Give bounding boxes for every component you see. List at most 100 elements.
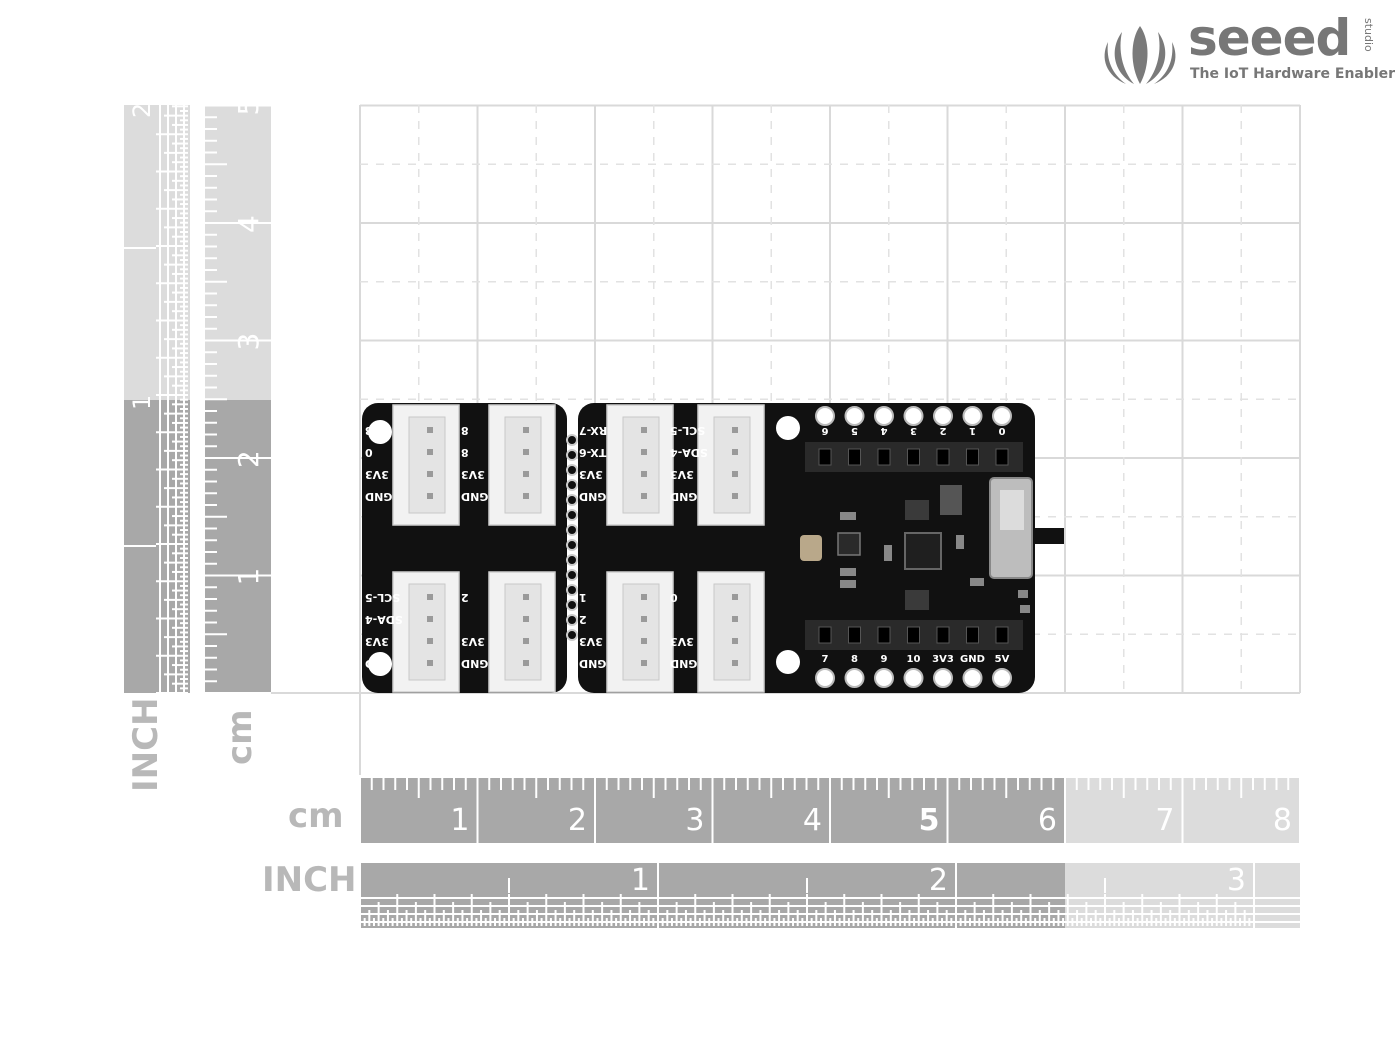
perforation-hole [566, 629, 578, 641]
perforation-hole [566, 479, 578, 491]
top-header-pad [962, 406, 983, 426]
grove-connector-pin [523, 594, 529, 600]
cm-tick-label: 5 [919, 803, 940, 838]
bottom-header-label: 10 [907, 654, 921, 665]
cm-tick-label: 1 [450, 803, 469, 838]
brand-tagline: The IoT Hardware Enabler [1190, 66, 1396, 82]
connector-pin-label: SDA-4 [365, 613, 403, 626]
grove-connector-pin [641, 638, 647, 644]
connector-pin-label: 8 [365, 424, 373, 437]
vertical-cm-unit-label: cm [220, 709, 260, 765]
grove-connector-pin [732, 594, 738, 600]
regulator [940, 485, 962, 515]
connector-pin-label: 3V3 [365, 635, 389, 648]
capacitor [840, 512, 856, 520]
perforation-hole [566, 539, 578, 551]
cm-tick-label: 2 [568, 803, 587, 838]
grove-connector-pin [641, 660, 647, 666]
bottom-header-pad [933, 668, 953, 688]
vertical-cm-unit-wrapper: cm [218, 705, 260, 775]
grove-connector-pin [641, 493, 647, 499]
connector-pin-label: 1 [579, 591, 587, 604]
vertical-cm-tick-label: 5 [232, 98, 265, 116]
grove-connector-pin [427, 616, 433, 622]
top-header-pad [815, 406, 835, 426]
ic-small [905, 500, 929, 520]
bottom-header-socket [818, 626, 832, 644]
grove-connector-pin [732, 471, 738, 477]
bottom-header-pad [903, 668, 924, 688]
connector-pin-label: 8 [461, 446, 469, 459]
grove-connector-pin [641, 616, 647, 622]
perforation-hole [566, 524, 578, 536]
mounting-hole [776, 650, 800, 674]
grove-connector-pin [427, 660, 433, 666]
bottom-header-pad [844, 668, 865, 688]
perforation-hole [566, 464, 578, 476]
grove-connector-pin [641, 471, 647, 477]
connector-pin-label: 3V3 [461, 635, 485, 648]
horizontal-inch-unit-label: INCH [262, 860, 357, 900]
cm-tick-label: 8 [1273, 803, 1292, 838]
bottom-header-label: 9 [881, 654, 888, 665]
connector-pin-label: SCL-5 [365, 591, 400, 604]
bottom-header-label: 5V [995, 654, 1010, 665]
bottom-header-socket [966, 626, 979, 644]
grove-connector-pin [427, 493, 433, 499]
brand-suffix: studio [1362, 18, 1375, 52]
perforation-hole [566, 554, 578, 566]
brand-name: seeed [1188, 9, 1351, 67]
mounting-hole [368, 420, 392, 444]
mounting-hole [776, 416, 800, 440]
grove-shield-board: 803V3GND883V3GNDSCL-5SDA-43V3GND23V3GNDR… [362, 403, 1064, 693]
perforation-hole [566, 599, 578, 611]
connector-pin-label: 3V3 [579, 635, 603, 648]
bottom-header-socket [936, 626, 950, 644]
bottom-header-socket [877, 626, 891, 644]
bottom-header-pad [992, 668, 1012, 688]
vertical-cm-tick-label: 2 [232, 450, 265, 468]
top-header-pad [903, 406, 924, 426]
grove-connector-pin [523, 660, 529, 666]
power-switch-knob [1000, 490, 1024, 530]
perforation-hole [566, 614, 578, 626]
top-header-socket [848, 448, 861, 466]
grove-connector-pin [427, 471, 433, 477]
cm-tick-label: 6 [1038, 803, 1057, 838]
cm-tick-label: 4 [803, 803, 822, 838]
crystal [800, 535, 822, 561]
top-header-label: 1 [969, 425, 976, 436]
main-chip [904, 532, 942, 570]
grove-connector-pin [427, 449, 433, 455]
top-header-socket [995, 448, 1009, 466]
bottom-header-pad [815, 668, 835, 688]
bottom-header-pad [874, 668, 894, 688]
grove-connector-pin [641, 427, 647, 433]
vertical-inch-ruler: 1 2 [124, 103, 190, 694]
grove-connector-pin [523, 427, 529, 433]
top-header-pad [874, 406, 894, 426]
grove-connector-pin [523, 471, 529, 477]
horizontal-cm-unit-label: cm [288, 796, 344, 836]
perforation-hole [566, 584, 578, 596]
connector-pin-label: GND [365, 657, 392, 670]
connector-pin-label: 0 [670, 591, 678, 604]
connector-pin-label: SCL-5 [670, 424, 705, 437]
top-header-socket [966, 448, 979, 466]
top-header-socket [818, 448, 832, 466]
top-header-label: 0 [998, 425, 1005, 436]
sensor-chip [837, 532, 861, 556]
cm-tick-label: 3 [685, 803, 704, 838]
top-header-socket [877, 448, 891, 466]
top-header-label: 2 [939, 425, 946, 436]
perforation-hole [566, 569, 578, 581]
grove-connector-pin [523, 638, 529, 644]
grove-connector-pin [427, 594, 433, 600]
bottom-header-label: GND [960, 654, 985, 665]
vertical-inch-unit-wrapper: INCH [124, 697, 166, 810]
vertical-inch-unit-label: INCH [126, 697, 166, 792]
connector-pin-label: SDA-4 [670, 446, 708, 459]
grove-connector-pin [732, 427, 738, 433]
